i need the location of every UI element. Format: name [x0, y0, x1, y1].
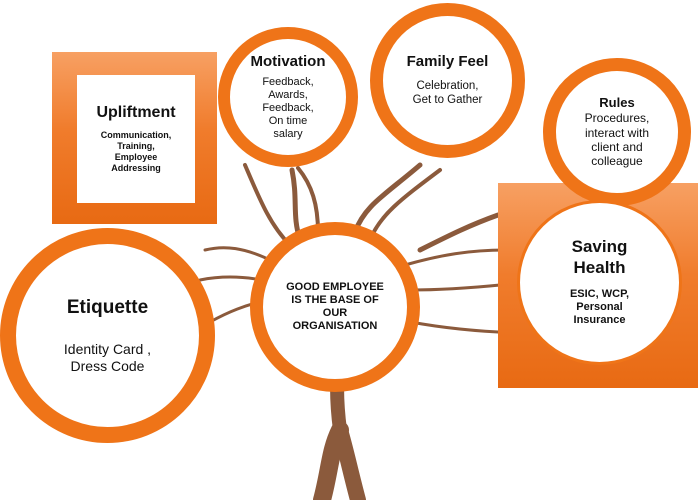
- etiquette-title: Etiquette: [66, 296, 149, 318]
- motivation-title: Motivation: [250, 52, 326, 70]
- motivation-circle: Motivation Feedback, Awards, Feedback, O…: [218, 27, 358, 167]
- family-feel-circle: Family Feel Celebration, Get to Gather: [370, 3, 525, 158]
- etiquette-body: Identity Card , Dress Code: [63, 340, 152, 374]
- rules-body: Procedures, interact with client and col…: [584, 111, 650, 169]
- etiquette-circle: Etiquette Identity Card , Dress Code: [0, 228, 215, 443]
- rules-circle: Rules Procedures, interact with client a…: [543, 58, 691, 206]
- upliftment-title: Upliftment: [96, 104, 176, 122]
- upliftment-body: Communication, Training, Employee Addres…: [100, 130, 172, 173]
- center-circle: GOOD EMPLOYEE IS THE BASE OF OUR ORGANIS…: [250, 222, 420, 392]
- saving-health-body: ESIC, WCP, Personal Insurance: [569, 288, 630, 327]
- saving-health-circle: Saving Health ESIC, WCP, Personal Insura…: [517, 200, 682, 365]
- rules-title: Rules: [599, 95, 635, 111]
- motivation-body: Feedback, Awards, Feedback, On time sala…: [262, 75, 314, 141]
- center-text: GOOD EMPLOYEE IS THE BASE OF OUR ORGANIS…: [286, 280, 384, 333]
- family-feel-body: Celebration, Get to Gather: [412, 80, 483, 106]
- family-feel-title: Family Feel: [406, 53, 489, 71]
- upliftment-card: Upliftment Communication, Training, Empl…: [77, 75, 195, 203]
- saving-health-title: Saving Health: [571, 237, 628, 277]
